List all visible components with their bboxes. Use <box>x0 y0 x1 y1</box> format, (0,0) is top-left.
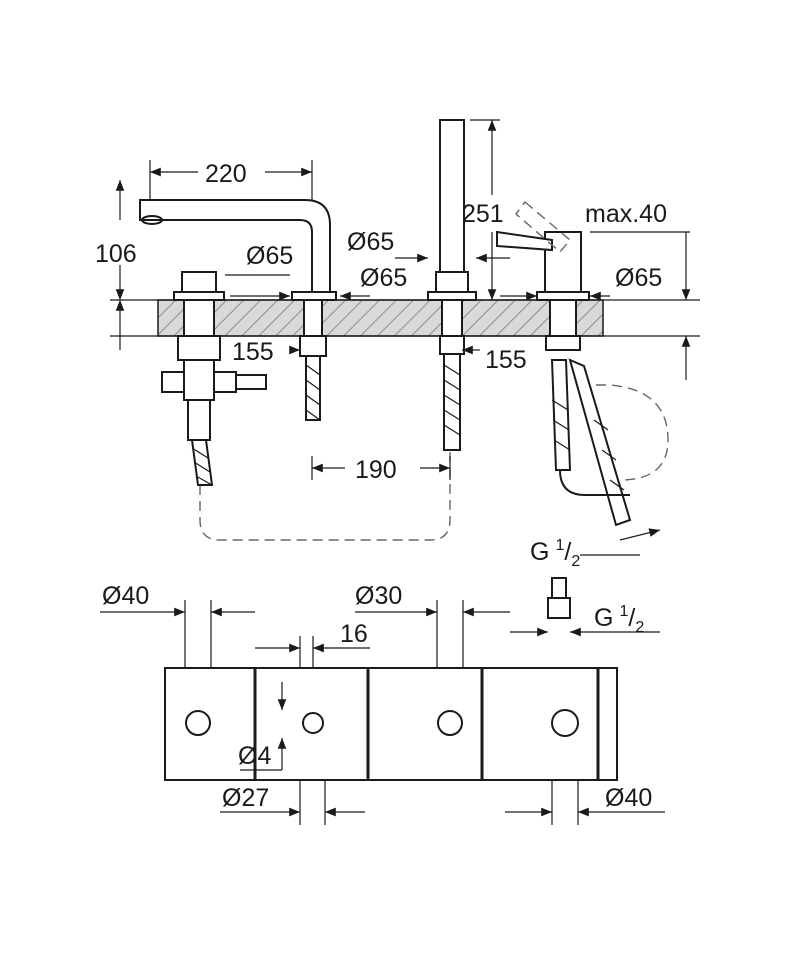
diverter-valve <box>161 271 267 486</box>
dim-centre-155-left: 155 <box>232 338 274 366</box>
dim-hole-40-right: Ø40 <box>605 784 652 812</box>
hose-loop-right <box>580 384 669 481</box>
lever-mixer <box>496 200 632 527</box>
hand-shower <box>427 119 477 451</box>
dim-diameter-65-mixer: Ø65 <box>615 264 662 292</box>
spout <box>139 199 337 421</box>
dim-diameter-65-spout: Ø65 <box>246 242 293 270</box>
dim-shower-height: 251 <box>462 200 504 228</box>
dim-width-16: 16 <box>340 620 368 648</box>
dim-max-thickness: max.40 <box>585 200 667 228</box>
dim-diameter-65-shower-top: Ø65 <box>347 228 394 256</box>
dim-centre-155-right: 155 <box>485 346 527 374</box>
dim-diameter-27: Ø27 <box>222 784 269 812</box>
dim-centre-190: 190 <box>355 456 397 484</box>
dim-spout-reach: 220 <box>205 160 247 188</box>
dimension-lines <box>100 119 691 825</box>
dim-hole-40-left: Ø40 <box>102 582 149 610</box>
top-view-panel <box>164 667 618 781</box>
dim-diameter-4: Ø4 <box>238 742 271 770</box>
dim-diameter-65-shower: Ø65 <box>360 264 407 292</box>
dim-hole-30: Ø30 <box>355 582 402 610</box>
hose-loop-left <box>199 440 451 541</box>
dim-spout-height: 106 <box>95 240 137 268</box>
